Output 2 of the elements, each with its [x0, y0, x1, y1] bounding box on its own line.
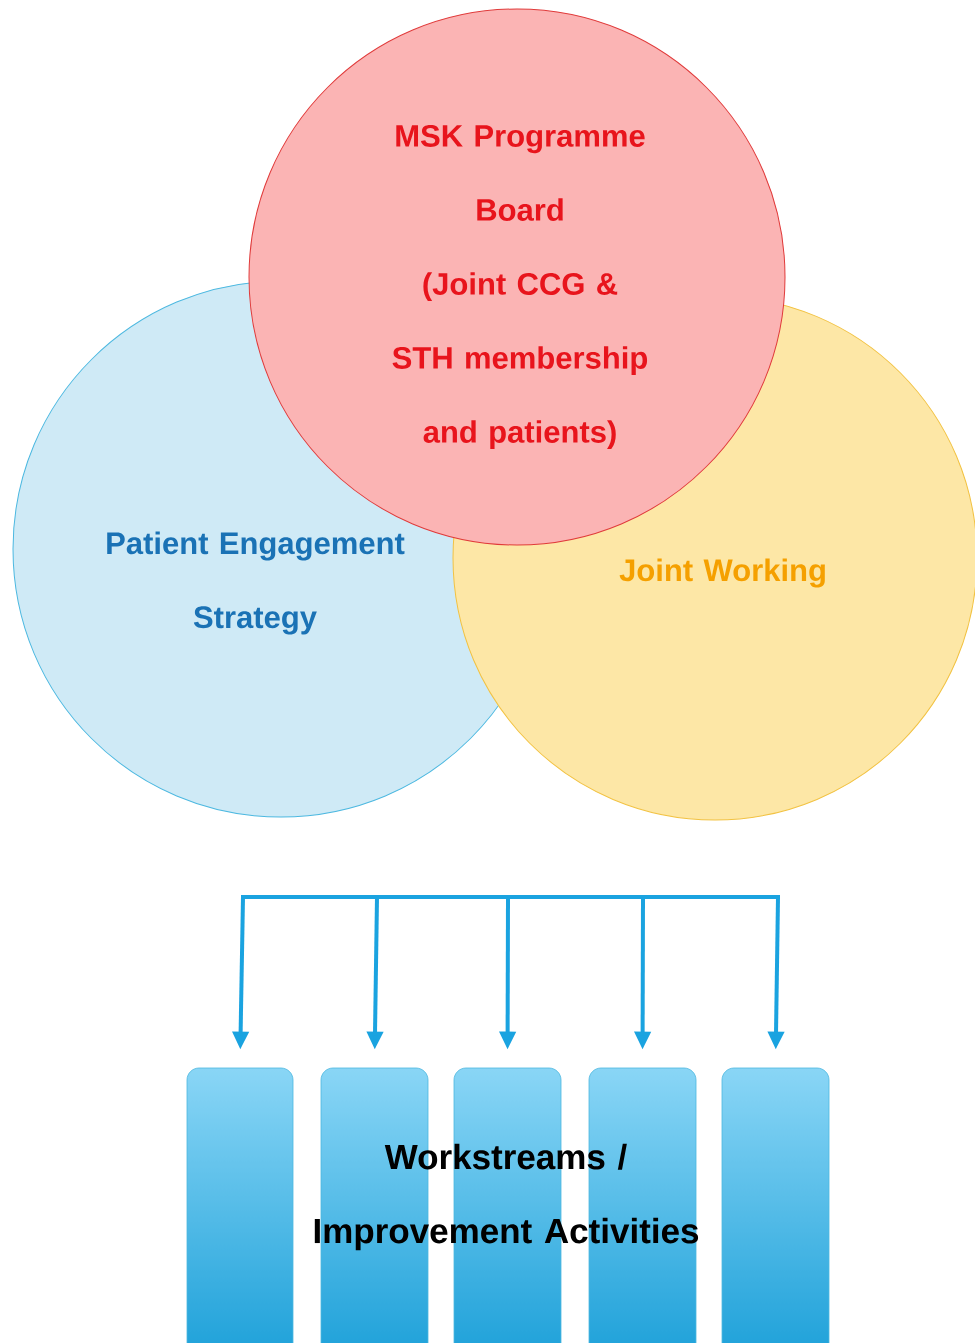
workstream-bar	[186, 1067, 294, 1343]
workstream-bar	[721, 1067, 830, 1343]
